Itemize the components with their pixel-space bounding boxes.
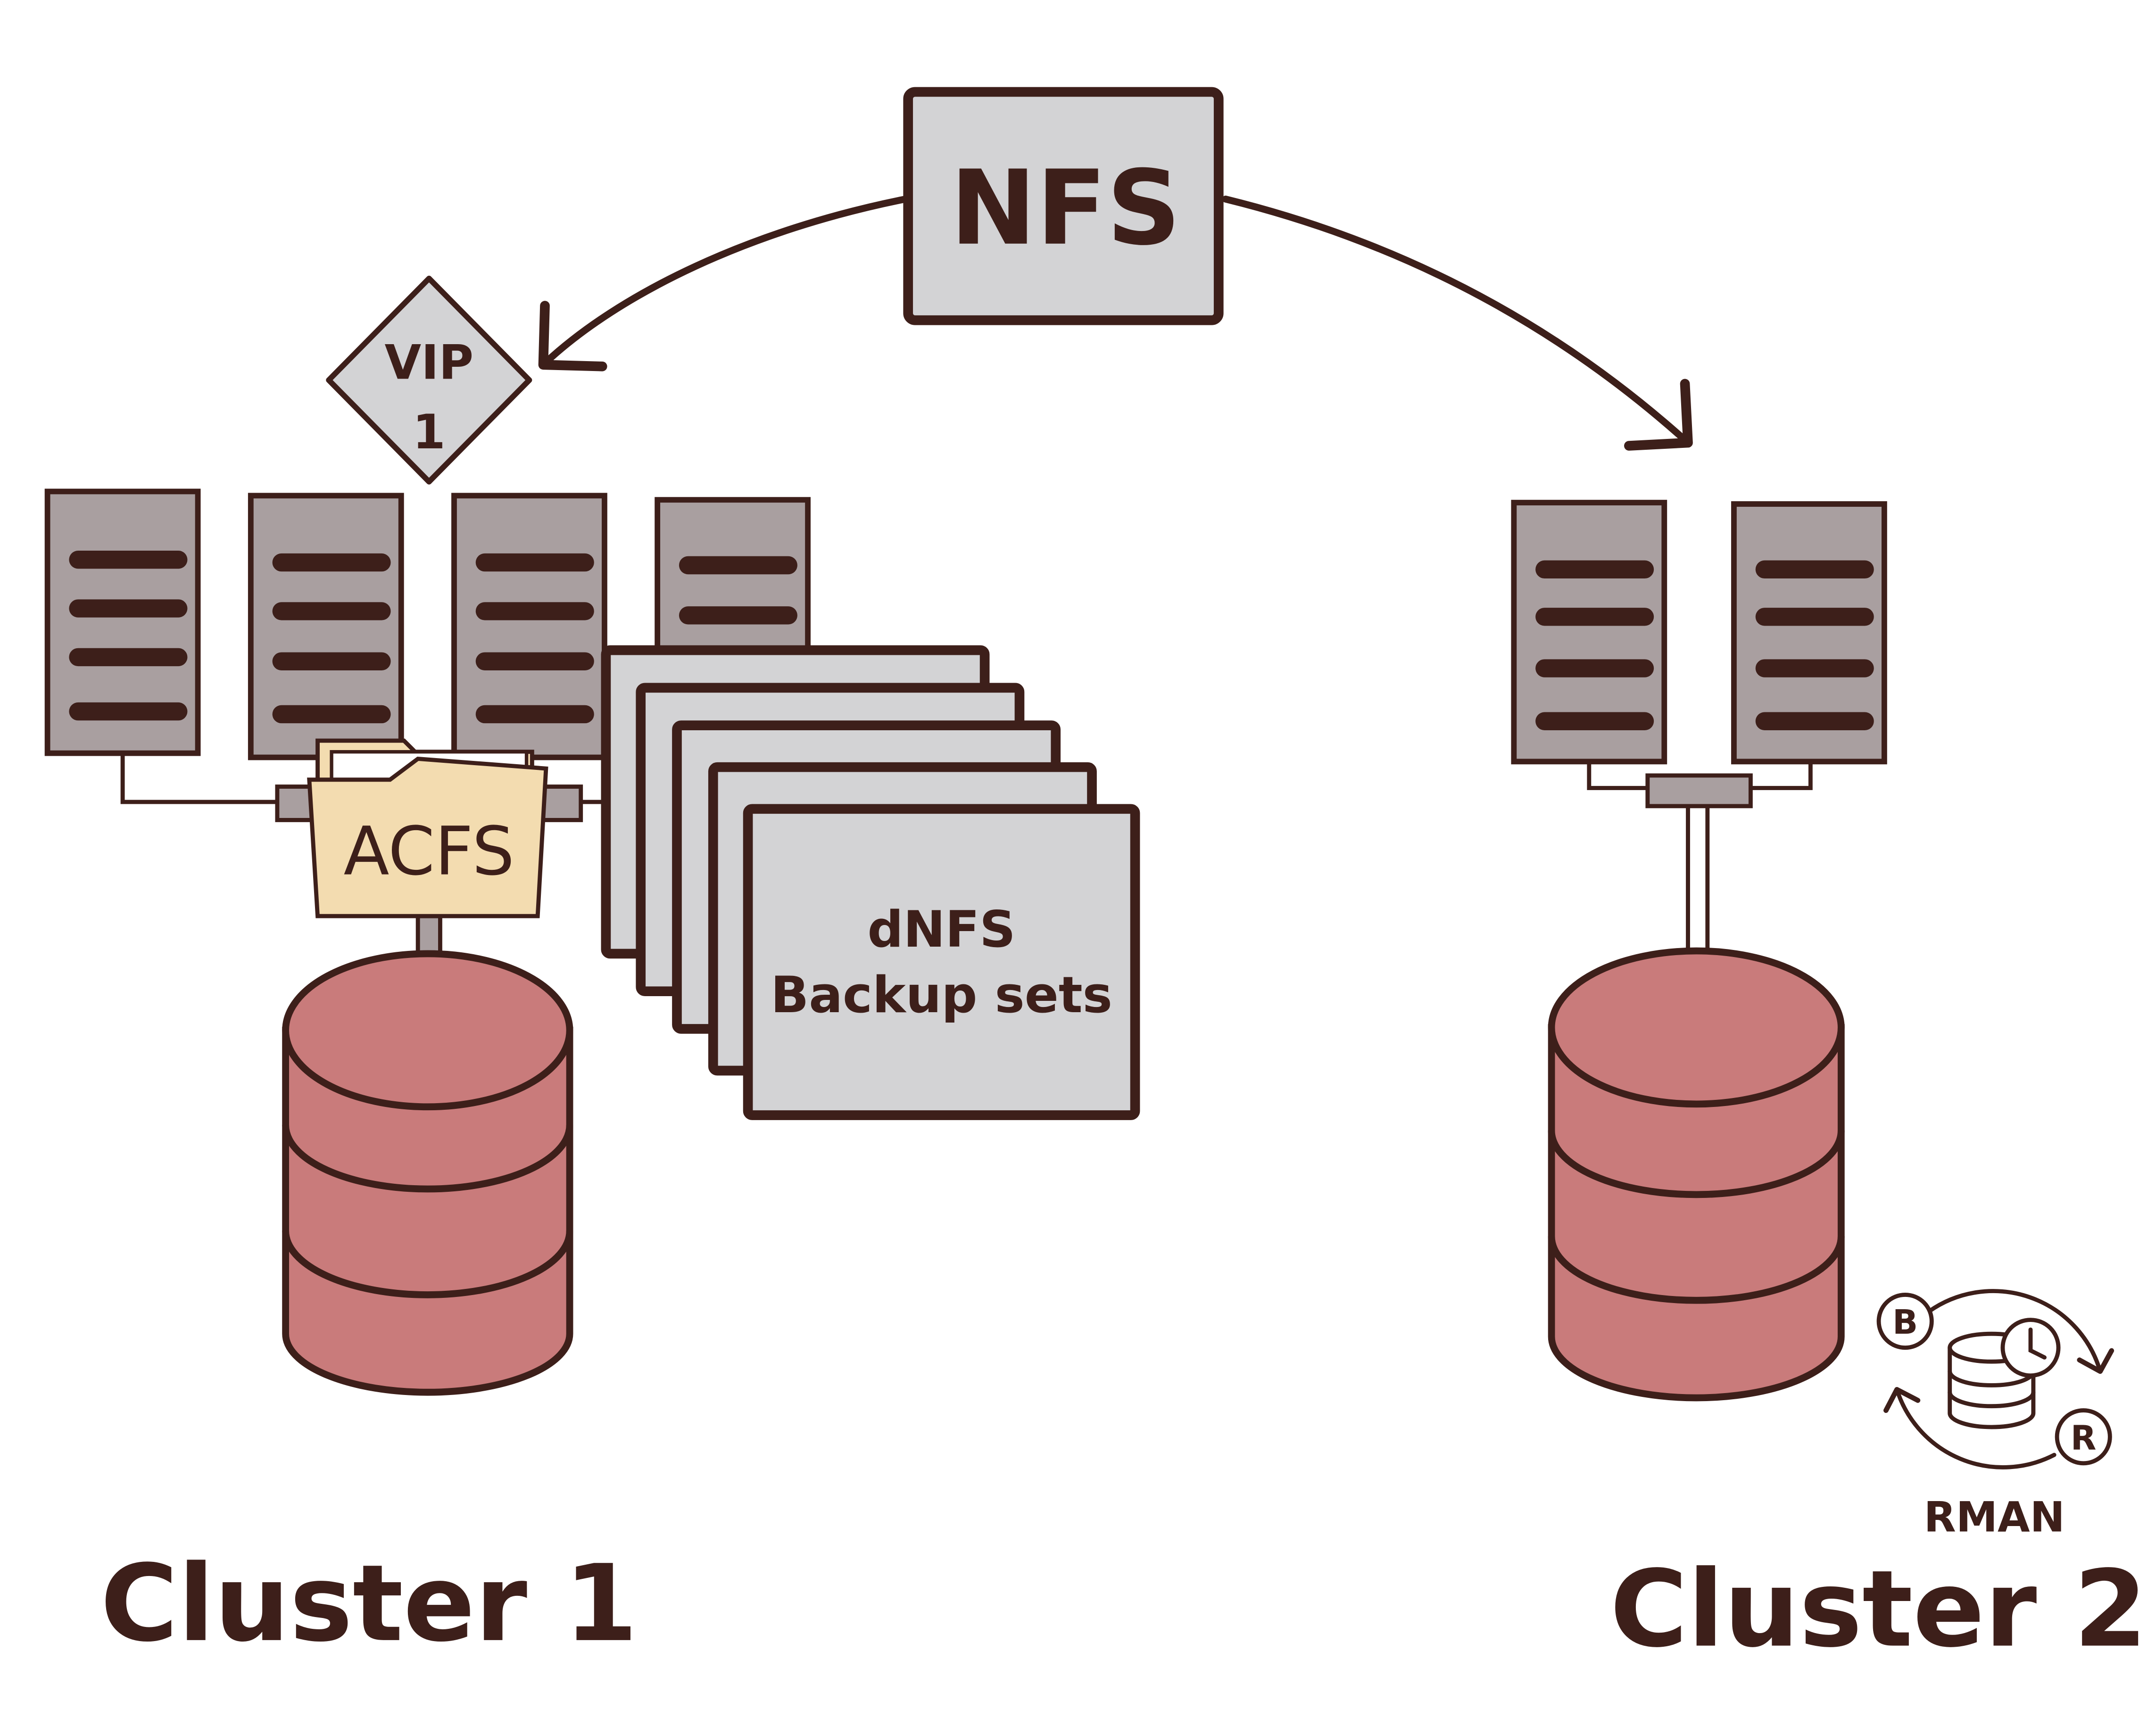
database-icon [282, 950, 573, 1396]
dnfs-backup-stack: dNFS Backup sets [601, 645, 1140, 1120]
acfs-label: ACFS [344, 813, 514, 891]
nfs-label: NFS [950, 148, 1181, 268]
clock-icon [2000, 1318, 2061, 1378]
rman-icon: B R [1876, 1289, 2115, 1469]
server-icon [1731, 501, 1887, 765]
backup-badge-icon [1876, 1293, 1934, 1350]
rman-badge-b: B [1892, 1303, 1918, 1342]
dnfs-label-line2: Backup sets [771, 966, 1112, 1024]
cluster2-label: Cluster 2 [1610, 1548, 2148, 1671]
cluster2-connectors [1587, 761, 1813, 958]
vip-label-line1: VIP [385, 335, 474, 390]
database-icon [1548, 947, 1845, 1402]
acfs-folder-icon: ACFS [307, 738, 548, 918]
arrow-nfs-to-cluster2 [1222, 195, 1693, 451]
restore-badge-icon [2055, 1408, 2112, 1466]
server-icon [451, 493, 607, 760]
server-icon [1511, 500, 1667, 765]
nfs-box: NFS [903, 87, 1224, 325]
server-icon [248, 493, 404, 760]
dnfs-label-line1: dNFS [867, 900, 1015, 959]
server-icon [44, 488, 201, 756]
vip-diamond: VIP 1 [326, 275, 532, 485]
rman-label: RMAN [1924, 1493, 2065, 1542]
vip-label-line2: 1 [413, 404, 446, 460]
cluster2-servers [1511, 500, 1887, 765]
rman-badge-r: R [2071, 1418, 2097, 1457]
arrow-nfs-to-cluster1 [538, 195, 909, 371]
cluster1-label: Cluster 1 [100, 1542, 638, 1665]
